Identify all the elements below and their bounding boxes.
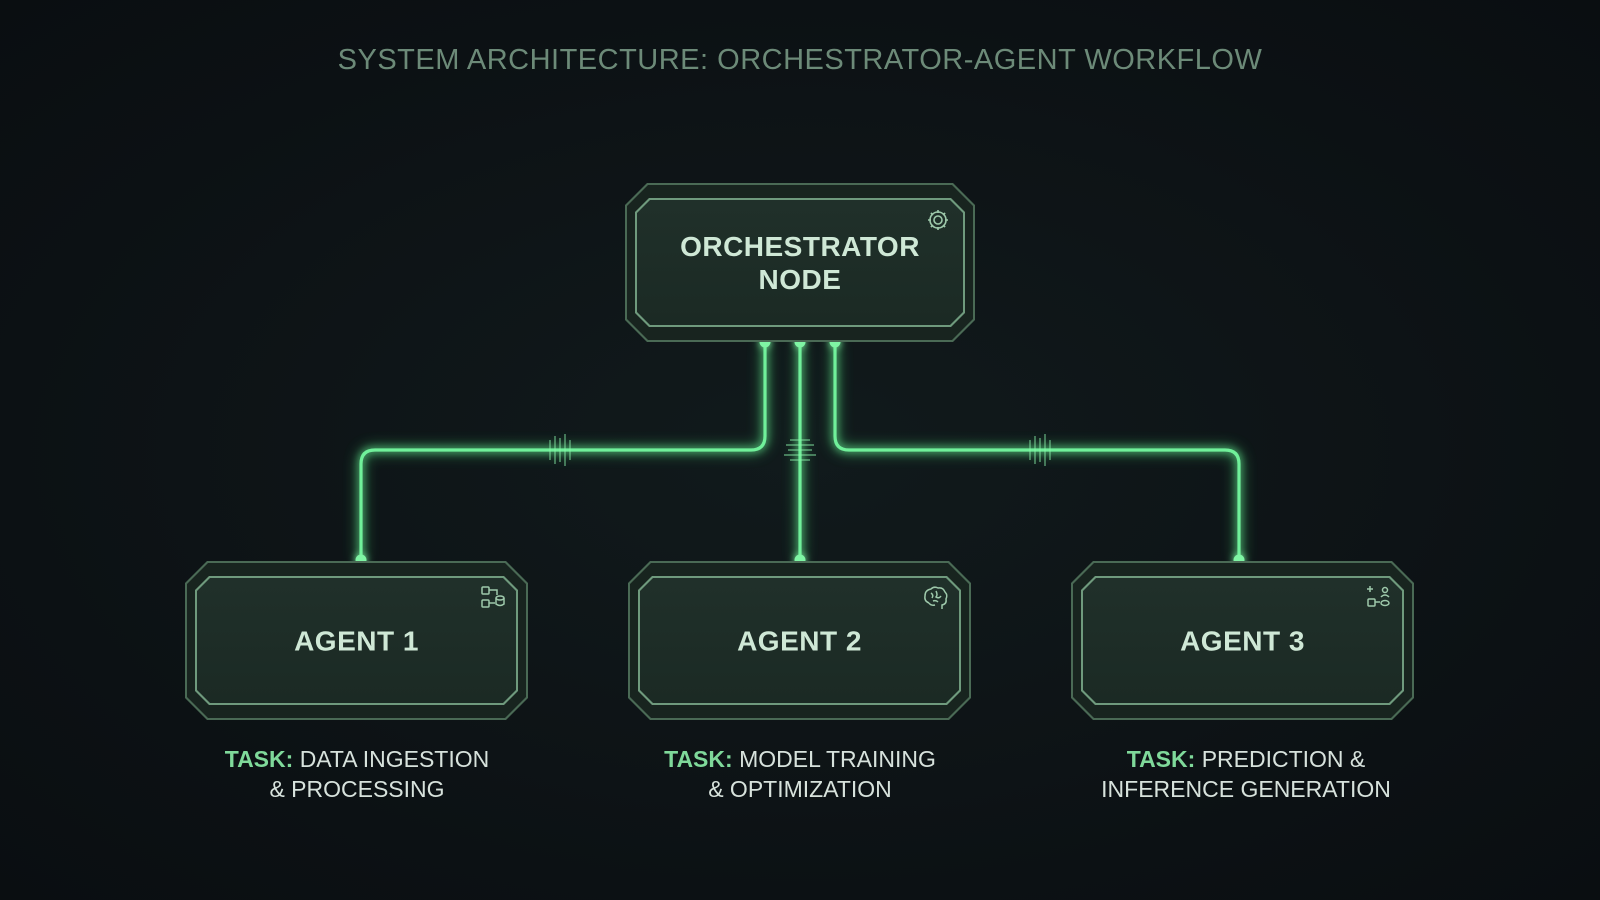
agent-1-task: TASK: DATA INGESTION & PROCESSING: [177, 744, 537, 804]
task-keyword: TASK:: [664, 746, 733, 772]
brain-icon: [924, 586, 948, 609]
pulse-right: [1029, 434, 1051, 466]
node-inner-fill: [637, 200, 963, 325]
agent-1-task-line1: TASK: DATA INGESTION: [177, 744, 537, 774]
agent-3-task: TASK: PREDICTION & INFERENCE GENERATION: [1066, 744, 1426, 804]
agent-1-node[interactable]: AGENT 1: [185, 561, 528, 720]
node-inner-fill: [197, 578, 516, 703]
pulse-center: [784, 439, 816, 461]
agent-2-task-text1: MODEL TRAINING: [739, 746, 936, 772]
data-flow-icon: [481, 586, 505, 608]
agent-3-task-line1: TASK: PREDICTION &: [1066, 744, 1426, 774]
agent-3-task-line2: INFERENCE GENERATION: [1101, 776, 1391, 802]
agent-3-label: AGENT 3: [1180, 625, 1305, 656]
wire-to-agent-1: [359, 342, 767, 560]
agent-1-task-text1: DATA INGESTION: [299, 746, 490, 772]
task-keyword: TASK:: [224, 746, 294, 772]
agent-2-task-line2: & OPTIMIZATION: [708, 776, 892, 802]
gear-icon: [928, 210, 948, 230]
diagram-title: SYSTEM ARCHITECTURE: ORCHESTRATOR-AGENT …: [337, 44, 1263, 76]
pulse-left: [549, 434, 571, 466]
agent-2-node[interactable]: AGENT 2: [628, 561, 971, 720]
orchestrator-label-line2: NODE: [758, 263, 842, 295]
node-inner-fill: [640, 578, 959, 703]
node-inner-fill: [1083, 578, 1402, 703]
prediction-nodes-icon: [1367, 586, 1390, 607]
signal-pulses: [549, 434, 1051, 466]
agent-2-task: TASK: MODEL TRAINING & OPTIMIZATION: [620, 744, 980, 804]
orchestrator-label-line1: ORCHESTRATOR: [680, 230, 920, 262]
agent-3-node[interactable]: AGENT 3: [1071, 561, 1414, 720]
agent-1-label: AGENT 1: [294, 625, 419, 656]
agent-1-task-line2: & PROCESSING: [269, 776, 445, 802]
task-keyword: TASK:: [1126, 746, 1196, 772]
wire-to-agent-3: [833, 342, 1241, 560]
agent-2-task-line1: TASK: MODEL TRAINING: [620, 744, 980, 774]
orchestrator-node[interactable]: ORCHESTRATOR NODE: [625, 183, 975, 342]
wire-core-layer: [359, 342, 1241, 560]
agent-2-label: AGENT 2: [737, 625, 862, 656]
orchestrator-label: ORCHESTRATOR NODE: [625, 230, 975, 296]
agent-3-task-text1: PREDICTION &: [1201, 746, 1366, 772]
